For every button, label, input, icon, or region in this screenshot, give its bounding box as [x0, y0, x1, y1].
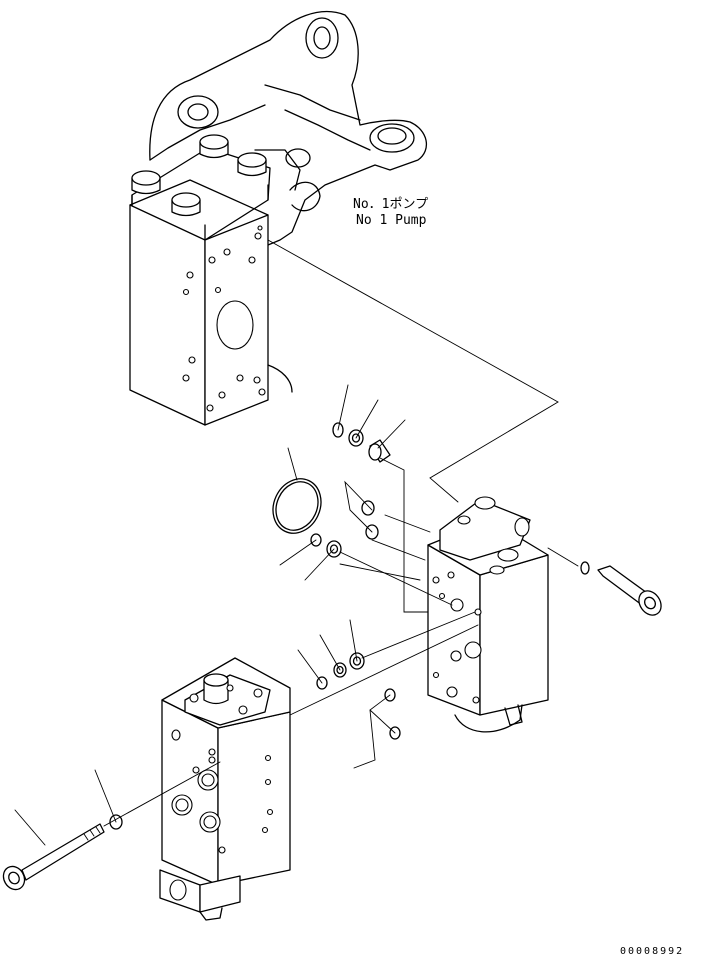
small-o-ring-5 [316, 676, 328, 690]
upper-valve-block [129, 179, 293, 426]
washer-right [580, 561, 590, 575]
pump-label-english: No 1 Pump [356, 213, 427, 228]
small-o-ring-1 [332, 422, 344, 438]
left-mounting-bolt [2, 823, 105, 891]
small-o-ring-4 [310, 533, 322, 547]
lower-valve-block [159, 657, 291, 921]
small-o-ring-2 [361, 500, 375, 516]
washer-left [109, 814, 123, 830]
small-o-ring-7 [389, 726, 401, 740]
plug-1 [368, 439, 391, 463]
large-o-ring [272, 478, 322, 534]
right-mounting-bolt [597, 565, 662, 616]
leader-lines [14, 384, 579, 846]
middle-valve-block [427, 496, 549, 733]
small-o-ring-3 [365, 524, 379, 540]
small-o-ring-6 [384, 688, 396, 702]
pump-label-japanese: No．1ポンプ [353, 197, 428, 212]
assembly-leader-line [267, 239, 559, 503]
flange-bolts [131, 134, 267, 217]
pump-bracket [149, 10, 428, 246]
drawing-number: 00008992 [620, 946, 684, 957]
